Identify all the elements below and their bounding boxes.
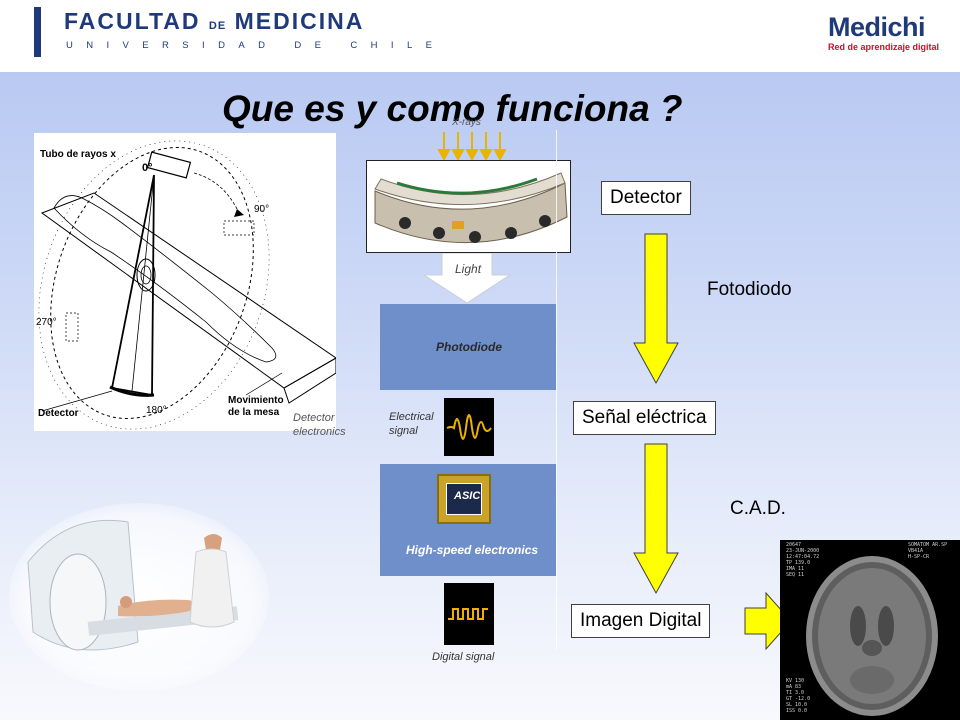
ct-text-left: 20647 23-JUN-2000 12:47:04.72 TP 139.0 I…	[786, 542, 820, 578]
digital-signal-label: Digital signal	[432, 651, 495, 663]
arrow-down-1-icon	[633, 233, 679, 385]
angle-270-label: 270°	[36, 317, 57, 328]
photodiode-panel	[380, 304, 556, 390]
cad-label: C.A.D.	[730, 498, 786, 519]
asic-chip-icon	[437, 474, 491, 524]
electrical-signal-box	[444, 398, 494, 456]
detector-schematic-label: Detector	[38, 408, 79, 419]
angle-90-label: 90°	[254, 204, 270, 215]
ct-gantry-schematic: Tubo de rayos x 0° 90° 270° 180° Detecto…	[34, 133, 337, 431]
faculty-logo-word1: FACULTAD	[64, 8, 201, 34]
arrow-right-icon	[744, 592, 792, 650]
analog-wave-icon	[446, 414, 492, 440]
light-label: Light	[455, 262, 482, 276]
imagen-digital-box: Imagen Digital	[571, 604, 711, 638]
asic-label: ASIC	[454, 490, 481, 502]
digital-wave-icon	[448, 608, 488, 620]
senal-electrica-box: Señal eléctrica	[573, 401, 716, 435]
tube-label: Tubo de rayos x	[40, 149, 116, 160]
angle-0-label: 0°	[142, 162, 153, 174]
faculty-logo-title: FACULTAD DE MEDICINA	[64, 8, 364, 35]
ct-text-bottom: KV 130 mA 83 TI 3.0 GT -12.0 SL 10.0 ISS…	[786, 678, 811, 714]
ct-text-right: SOMATOM AR.SP VB41A H-SP-CR	[908, 542, 948, 560]
asic-chip-core	[446, 483, 482, 515]
electrical-signal-line2: signal	[389, 425, 418, 437]
arrow-down-2-icon	[633, 443, 679, 595]
fotodiodo-label: Fotodiodo	[707, 279, 792, 300]
ct-brain-image: 20647 23-JUN-2000 12:47:04.72 TP 139.0 I…	[780, 540, 960, 720]
header-bar	[0, 0, 960, 72]
detector-box: Detector	[601, 181, 691, 215]
faculty-logo-de: DE	[208, 20, 227, 32]
ct-scanner-photo	[8, 502, 270, 692]
logo-accent-bar	[34, 7, 41, 57]
gantry-drawing	[38, 140, 337, 430]
detector-electronics-label: Detector electronics	[293, 411, 346, 439]
ct-scanner-drawing	[9, 503, 269, 691]
detector-electronics-line2: electronics	[293, 426, 346, 438]
xrays-label: X-rays	[452, 117, 481, 128]
electrical-signal-line1: Electrical	[389, 411, 434, 423]
xray-arrows-icon	[437, 132, 506, 160]
detector-module-drawing	[374, 172, 568, 244]
photodiode-label: Photodiode	[436, 340, 502, 354]
digital-signal-box	[444, 583, 494, 645]
electrical-signal-label: Electrical signal	[389, 410, 434, 438]
angle-180-label: 180°	[146, 405, 167, 416]
detector-electronics-line1: Detector	[293, 412, 335, 424]
detector-module-photo	[366, 160, 571, 253]
medichi-logo-subtitle: Red de aprendizaje digital	[828, 42, 940, 52]
slide-title: Que es y como funciona ?	[222, 88, 683, 129]
faculty-logo-word2: MEDICINA	[234, 8, 365, 34]
table-motion-label-1: Movimiento	[228, 395, 284, 406]
panel-divider	[556, 130, 557, 650]
brain-scan-drawing	[806, 556, 938, 716]
light-arrow-icon	[422, 253, 512, 304]
faculty-logo-subtitle: UNIVERSIDAD DE CHILE	[66, 40, 446, 51]
medichi-logo: Medichi	[828, 12, 926, 42]
high-speed-electronics-label: High-speed electronics	[406, 543, 539, 557]
table-motion-label-2: de la mesa	[228, 407, 280, 418]
